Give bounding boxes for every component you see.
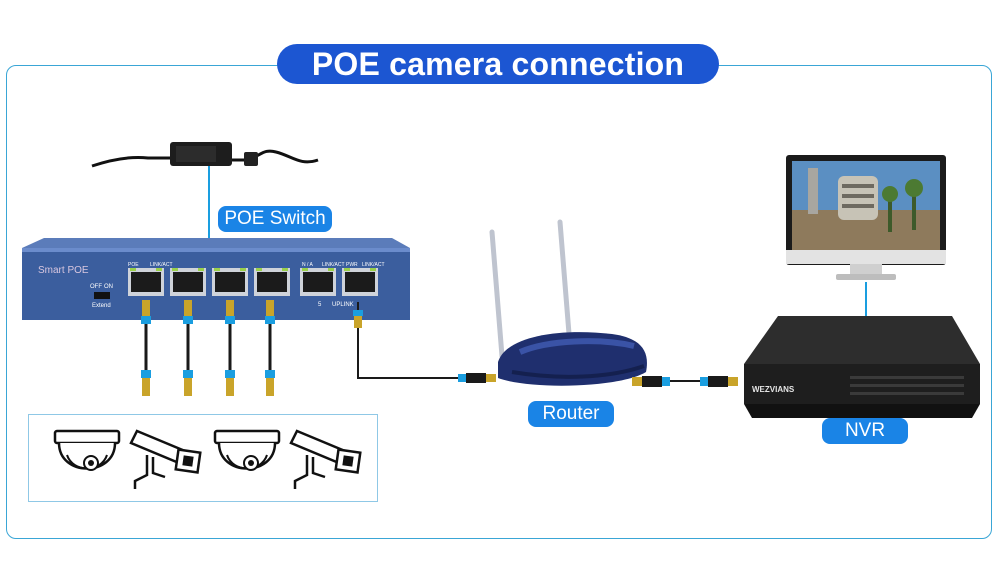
bullet-camera-icon	[289, 429, 362, 489]
nvr-brand-text: WEZVIANS	[752, 385, 795, 394]
switch-link-act-2-text: LINK/ACT	[322, 262, 345, 268]
diagram-title: POE camera connection	[277, 44, 719, 84]
camera-group	[28, 414, 378, 502]
dome-camera-icon	[53, 429, 121, 471]
switch-link-act-3-text: LINK/ACT	[362, 262, 385, 268]
camera-icons	[53, 429, 362, 489]
uplink-connector	[353, 310, 363, 328]
power-adapter-icon	[91, 142, 319, 168]
camera-cable-4	[265, 300, 275, 396]
camera-cables	[141, 300, 275, 396]
ethernet-port-5	[300, 268, 336, 296]
nvr-cable	[632, 376, 738, 387]
switch-off-text: OFF	[90, 284, 102, 290]
router-icon	[489, 219, 647, 386]
poe-switch-label: POE Switch	[218, 206, 332, 232]
ethernet-port-1	[128, 268, 164, 296]
ethernet-port-6	[342, 268, 378, 296]
switch-brand-text: Smart POE	[38, 265, 89, 276]
camera-cable-2	[183, 300, 193, 396]
camera-cable-1	[141, 300, 151, 396]
camera-cable-3	[225, 300, 235, 396]
poe-switch: Smart POE OFF ON Extend POE LINK/ACT N /…	[22, 238, 410, 320]
ethernet-port-4	[254, 268, 290, 296]
monitor-icon	[786, 155, 946, 280]
switch-uplink-text: UPLINK	[332, 302, 354, 308]
switch-poe-text: POE	[128, 262, 139, 268]
switch-link-act-text: LINK/ACT	[150, 262, 173, 268]
nvr-label: NVR	[822, 418, 908, 444]
switch-port5-text: 5	[318, 302, 322, 308]
switch-on-text: ON	[104, 284, 113, 290]
router-label: Router	[528, 401, 614, 427]
bullet-camera-icon	[129, 429, 202, 489]
ethernet-port-3	[212, 268, 248, 296]
ethernet-port-2	[170, 268, 206, 296]
nvr-device: WEZVIANS	[744, 316, 980, 418]
switch-extend-text: Extend	[92, 303, 111, 309]
router-in-connector	[458, 373, 496, 383]
switch-pwr-text: PWR	[346, 262, 358, 268]
switch-na-text: N / A	[302, 262, 314, 268]
dome-camera-icon	[213, 429, 281, 471]
